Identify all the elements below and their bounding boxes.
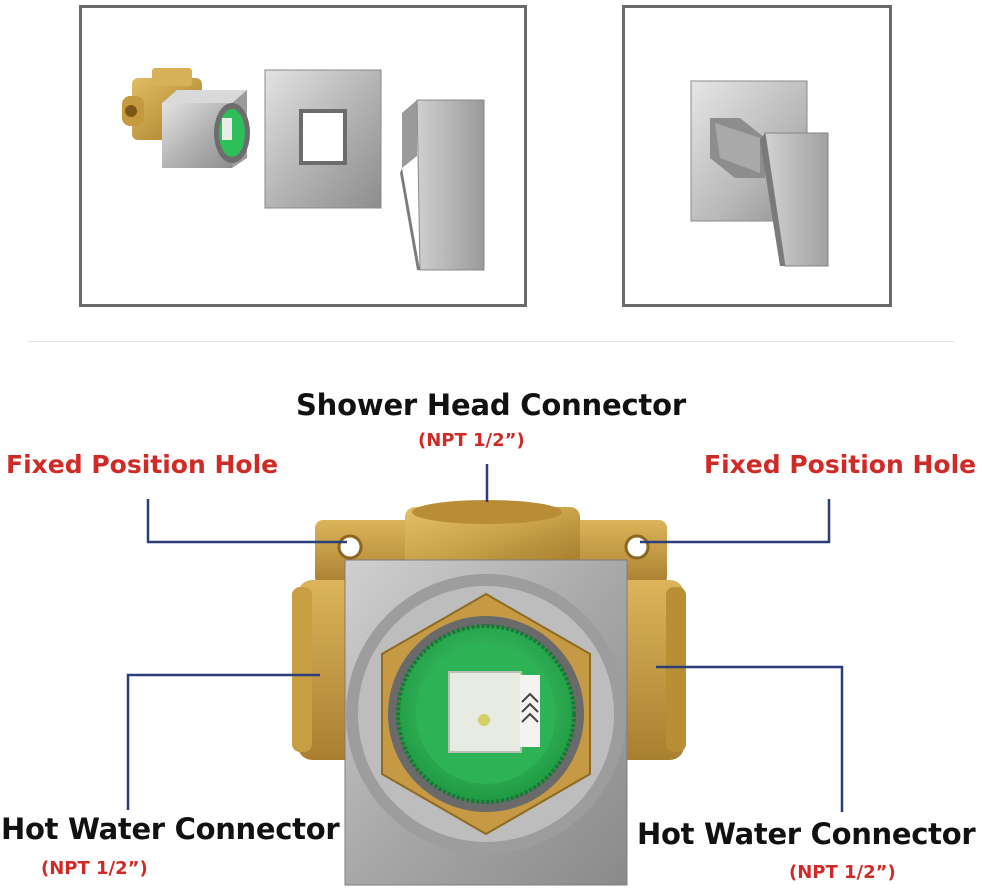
fixed-position-hole-left xyxy=(337,534,363,560)
leader-fixed-left xyxy=(146,499,347,544)
leader-lines xyxy=(126,464,844,812)
fixed-position-hole-left-label: Fixed Position Hole xyxy=(6,450,279,479)
hot-water-connector-right-spec: (NPT 1/2”) xyxy=(789,862,896,883)
cartridge-stem xyxy=(478,714,490,726)
assembled-view-panel xyxy=(622,5,892,307)
assembled-view-illustration xyxy=(690,80,829,267)
valve-diagram xyxy=(126,464,844,886)
green-cartridge xyxy=(396,624,576,804)
lever-handle xyxy=(400,99,485,271)
leader-fixed-right xyxy=(640,499,831,544)
hot-water-connector-right-label: Hot Water Connector xyxy=(637,817,976,851)
fixed-position-hole-right-label: Fixed Position Hole xyxy=(704,450,977,479)
hot-water-connector-left-label: Hot Water Connector xyxy=(1,812,340,846)
shower-head-connector-label: Shower Head Connector xyxy=(296,388,686,422)
shower-head-connector-spec: (NPT 1/2”) xyxy=(418,430,525,451)
exploded-view-illustration xyxy=(122,68,485,271)
section-divider xyxy=(28,341,954,342)
leader-hot-right xyxy=(656,665,844,812)
assembled-valve xyxy=(690,80,829,267)
valve-sleeve xyxy=(162,90,250,168)
fixed-position-hole-right xyxy=(624,534,650,560)
escutcheon-plate xyxy=(264,69,382,209)
exploded-view-panel xyxy=(79,5,527,307)
leader-hot-left xyxy=(126,673,320,810)
hot-water-connector-left-spec: (NPT 1/2”) xyxy=(41,858,148,879)
